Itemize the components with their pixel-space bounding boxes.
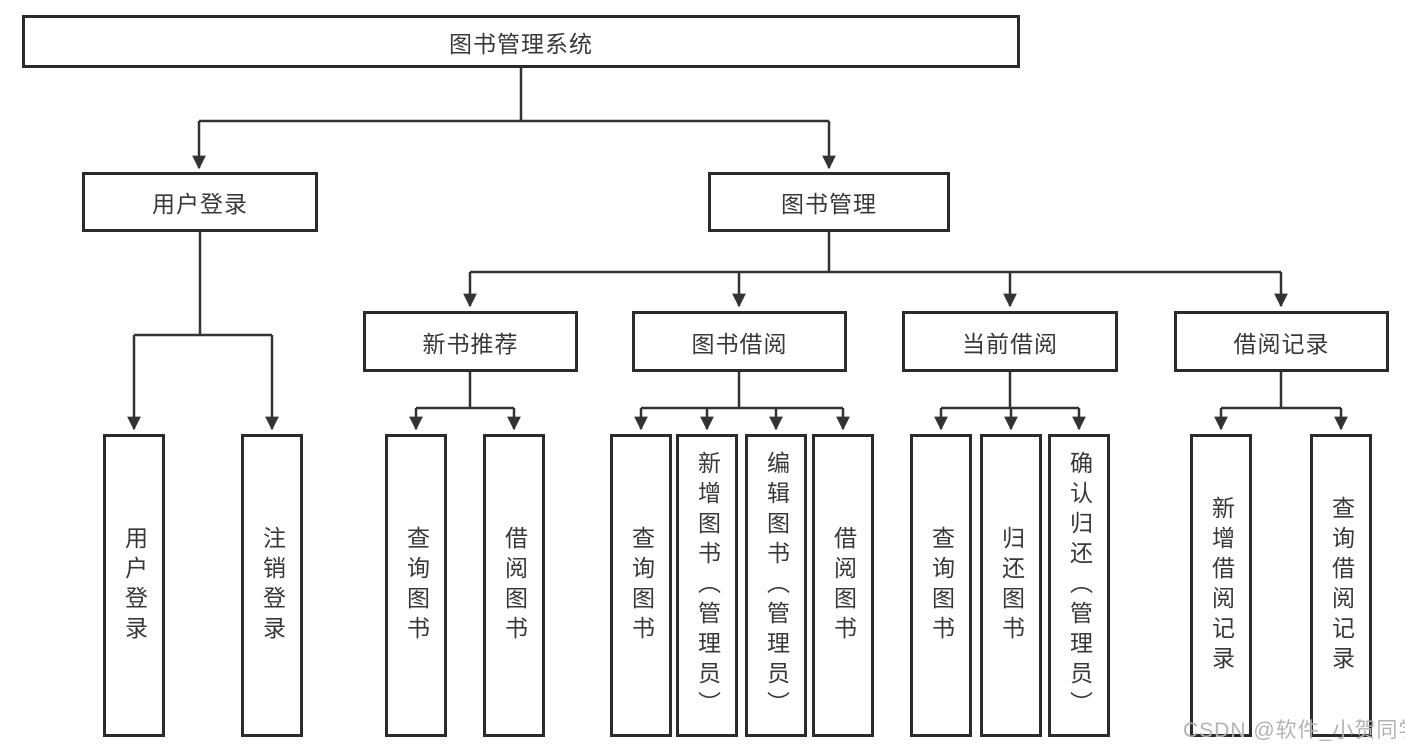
leaf-current-return-books: 归还图书: [980, 434, 1042, 737]
leaf-borrowing-edit-books-admin-label: 编辑图书（管理员）: [763, 450, 790, 721]
leaf-logout: 注销登录: [241, 434, 303, 737]
leaf-newbook-borrow-books-label: 借阅图书: [501, 525, 528, 646]
leaf-borrowing-query-books-label: 查询图书: [628, 525, 655, 646]
node-root-label: 图书管理系统: [449, 30, 593, 57]
leaf-current-return-books-label: 归还图书: [998, 525, 1025, 646]
leaf-user-login-label: 用户登录: [121, 525, 148, 646]
leaf-records-add-record-label: 新增借阅记录: [1208, 495, 1235, 676]
node-borrowing-records: 借阅记录: [1174, 311, 1389, 372]
csdn-watermark: CSDN @软件_小贺同学: [1183, 719, 1405, 742]
leaf-borrowing-add-books-admin: 新增图书（管理员）: [676, 434, 738, 737]
leaf-borrowing-borrow-books: 借阅图书: [812, 434, 874, 737]
leaf-borrowing-borrow-books-label: 借阅图书: [830, 525, 857, 646]
node-book-management: 图书管理: [708, 172, 950, 232]
node-current-borrowing-label: 当前借阅: [962, 330, 1058, 357]
leaf-records-query-record-label: 查询借阅记录: [1328, 495, 1355, 676]
leaf-current-confirm-return-admin: 确认归还（管理员）: [1048, 434, 1110, 737]
leaf-records-add-record: 新增借阅记录: [1190, 434, 1252, 737]
leaf-newbook-query-books: 查询图书: [385, 434, 447, 737]
node-new-book-recommend: 新书推荐: [363, 311, 578, 372]
leaf-newbook-query-books-label: 查询图书: [403, 525, 430, 646]
leaf-borrowing-edit-books-admin: 编辑图书（管理员）: [745, 434, 807, 737]
node-current-borrowing: 当前借阅: [902, 311, 1118, 372]
leaf-current-confirm-return-admin-label: 确认归还（管理员）: [1066, 450, 1093, 721]
node-borrowing-records-label: 借阅记录: [1233, 330, 1330, 357]
leaf-current-query-books-label: 查询图书: [928, 525, 955, 646]
leaf-logout-label: 注销登录: [259, 525, 286, 646]
node-new-book-recommend-label: 新书推荐: [422, 330, 519, 357]
leaf-current-query-books: 查询图书: [910, 434, 972, 737]
leaf-user-login: 用户登录: [103, 434, 165, 737]
node-user-login-label: 用户登录: [152, 191, 248, 217]
leaf-borrowing-add-books-admin-label: 新增图书（管理员）: [694, 450, 721, 721]
leaf-borrowing-query-books: 查询图书: [610, 434, 672, 737]
node-book-management-label: 图书管理: [781, 191, 877, 217]
node-book-borrowing-label: 图书借阅: [691, 330, 788, 357]
leaf-newbook-borrow-books: 借阅图书: [483, 434, 545, 737]
node-user-login: 用户登录: [82, 172, 318, 232]
node-root: 图书管理系统: [22, 15, 1020, 68]
leaf-records-query-record: 查询借阅记录: [1310, 434, 1372, 737]
node-book-borrowing: 图书借阅: [632, 311, 847, 372]
